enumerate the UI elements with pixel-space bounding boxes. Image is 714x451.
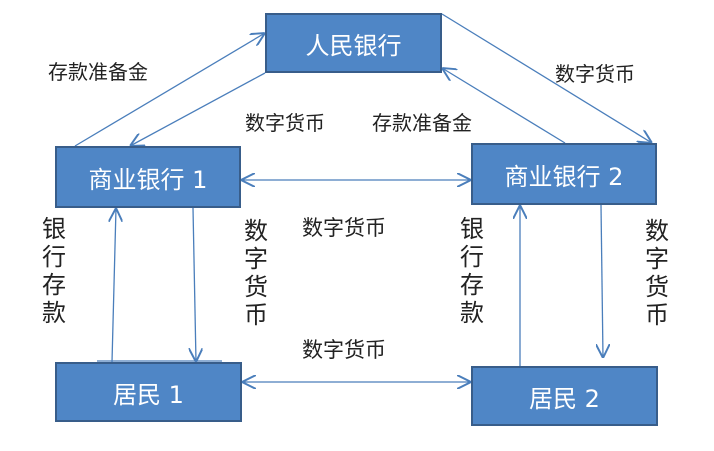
node-commercial-bank-2: 商业银行 2 [471, 143, 657, 205]
arrow-cb1-to-pboc-reserve [74, 33, 265, 147]
arrow-cb2-to-pboc-reserve [442, 68, 566, 144]
node-resident-2: 居民 2 [471, 366, 658, 426]
node-peoples-bank: 人民银行 [265, 13, 442, 73]
label-deposit-left: 银行存款 [42, 215, 66, 327]
label-digital-banks: 数字货币 [302, 216, 386, 240]
label-deposit-right: 银行存款 [460, 215, 484, 327]
label-digital-left-vertical: 数字货币 [244, 217, 268, 329]
node-resident-1: 居民 1 [55, 362, 242, 422]
label-digital-residents: 数字货币 [302, 338, 386, 362]
arrow-cb1-to-r1-digital [193, 207, 196, 362]
arrow-r1-to-cb1-deposit [112, 208, 116, 363]
arrow-pboc-to-cb2-digital [441, 13, 652, 143]
label-digital-right-vertical: 数字货币 [645, 217, 669, 329]
label-digital-right: 数字货币 [555, 62, 635, 86]
arrow-cb2-to-r2-digital [601, 204, 603, 358]
node-commercial-bank-1: 商业银行 1 [55, 146, 241, 208]
label-reserve-right: 存款准备金 [372, 111, 472, 135]
label-reserve-left: 存款准备金 [48, 60, 148, 84]
label-digital-left: 数字货币 [245, 111, 325, 135]
arrow-pboc-to-cb1-digital [130, 72, 266, 146]
